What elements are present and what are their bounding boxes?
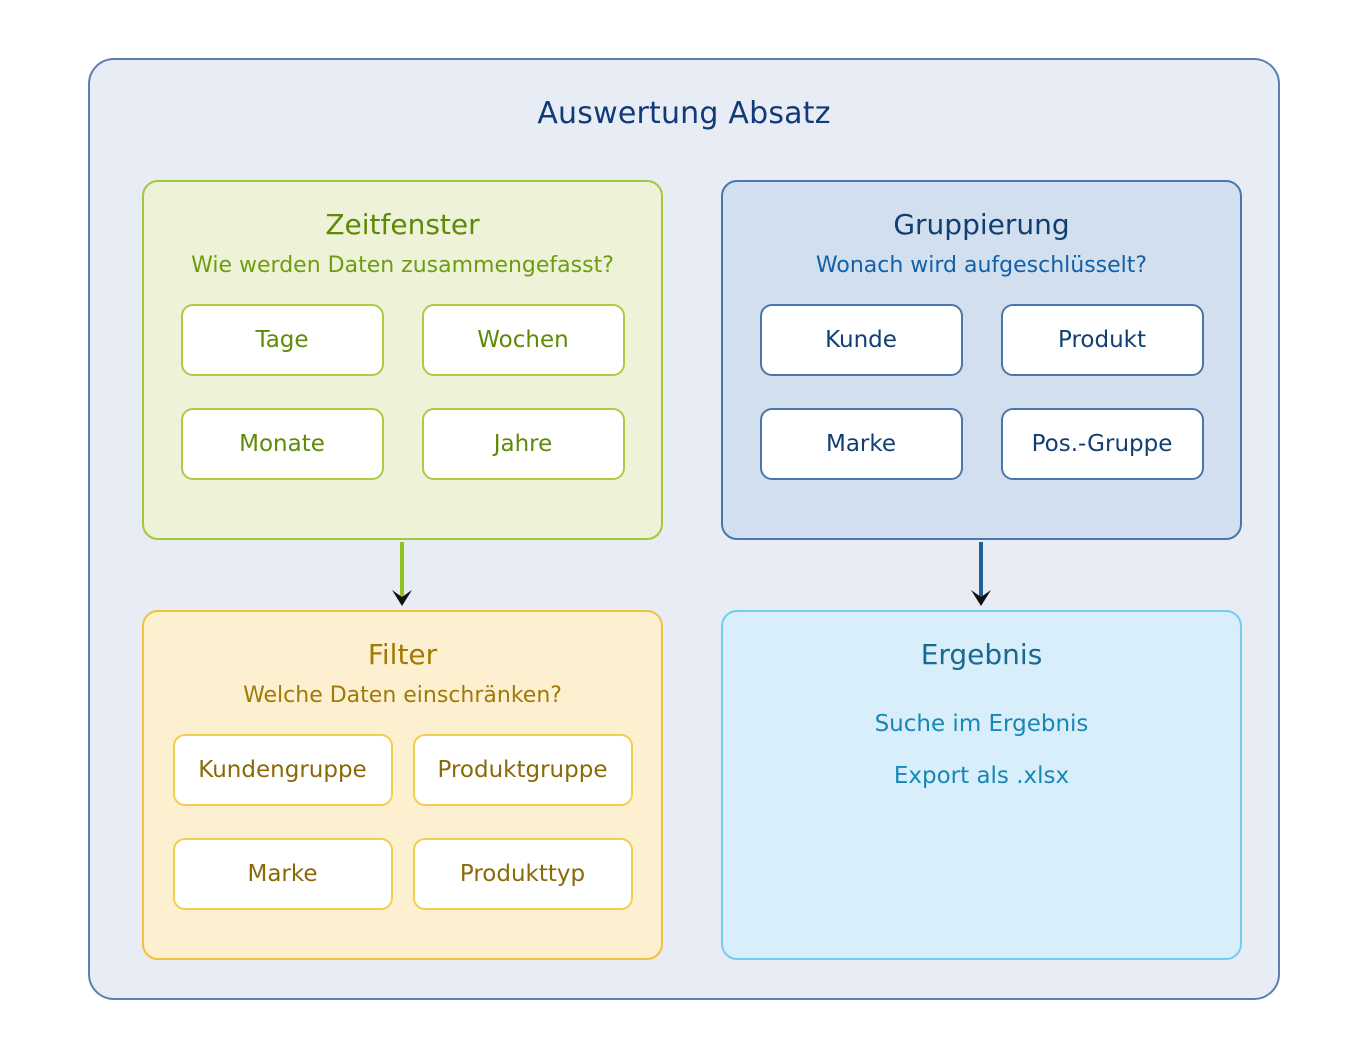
option-button-produkttyp[interactable]: Produkttyp: [412, 838, 633, 910]
panel-ergebnis: Ergebnis Suche im Ergebnis Export als .x…: [721, 610, 1242, 960]
option-button-wochen[interactable]: Wochen: [421, 304, 625, 376]
panel-filter: Filter Welche Daten einschränken? Kunden…: [142, 610, 663, 960]
panel-gruppierung-title: Gruppierung: [893, 208, 1070, 241]
option-button-tage[interactable]: Tage: [180, 304, 384, 376]
arrow-gruppierung-to-ergebnis: [971, 542, 991, 606]
zeitfenster-option-grid: Tage Wochen Monate Jahre: [144, 304, 661, 480]
option-button-kunde[interactable]: Kunde: [759, 304, 963, 376]
panel-zeitfenster-subtitle: Wie werden Daten zusammengefasst?: [191, 253, 614, 278]
ergebnis-action-suche[interactable]: Suche im Ergebnis: [874, 711, 1089, 737]
outer-panel-auswertung: Auswertung Absatz Zeitfenster Wie werden…: [88, 58, 1280, 1000]
option-button-monate[interactable]: Monate: [180, 408, 384, 480]
arrow-zeitfenster-to-filter: [392, 542, 412, 606]
ergebnis-action-export[interactable]: Export als .xlsx: [893, 763, 1070, 789]
option-button-marke-gruppierung[interactable]: Marke: [759, 408, 963, 480]
panel-zeitfenster-title: Zeitfenster: [325, 208, 480, 241]
page-title: Auswertung Absatz: [537, 96, 831, 131]
panel-ergebnis-title: Ergebnis: [920, 638, 1043, 671]
option-button-marke-filter[interactable]: Marke: [172, 838, 393, 910]
option-button-jahre[interactable]: Jahre: [421, 408, 625, 480]
gruppierung-option-grid: Kunde Produkt Marke Pos.-Gruppe: [723, 304, 1240, 480]
option-button-produktgruppe[interactable]: Produktgruppe: [412, 734, 633, 806]
panel-filter-title: Filter: [367, 638, 438, 671]
panel-gruppierung: Gruppierung Wonach wird aufgeschlüsselt?…: [721, 180, 1242, 540]
option-button-produkt[interactable]: Produkt: [1000, 304, 1204, 376]
panel-gruppierung-subtitle: Wonach wird aufgeschlüsselt?: [815, 253, 1148, 278]
option-button-pos-gruppe[interactable]: Pos.-Gruppe: [1000, 408, 1204, 480]
panel-filter-subtitle: Welche Daten einschränken?: [243, 683, 562, 708]
option-button-kundengruppe[interactable]: Kundengruppe: [172, 734, 393, 806]
panel-zeitfenster: Zeitfenster Wie werden Daten zusammengef…: [142, 180, 663, 540]
filter-option-grid: Kundengruppe Produktgruppe Marke Produkt…: [144, 734, 661, 910]
ergebnis-action-list: Suche im Ergebnis Export als .xlsx: [723, 711, 1240, 789]
